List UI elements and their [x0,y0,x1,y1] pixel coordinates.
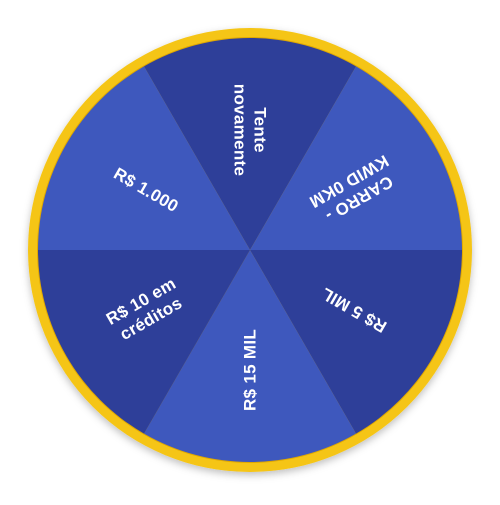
wheel-segment[interactable] [250,250,462,434]
wheel-segment[interactable] [38,66,250,250]
wheel-segments[interactable] [38,37,462,462]
wheel-segment[interactable] [38,250,250,434]
wheel-segment[interactable] [144,37,356,250]
wheel-segment[interactable] [250,66,462,250]
wheel-segment-label-line: novamente [231,84,250,176]
wheel-segment[interactable] [144,250,356,462]
wheel-segment-label-line: Tente [251,107,270,153]
wheel-segment-label: R$ 15 MIL [241,329,260,411]
wheel-segment-label-line: R$ 15 MIL [241,329,260,411]
